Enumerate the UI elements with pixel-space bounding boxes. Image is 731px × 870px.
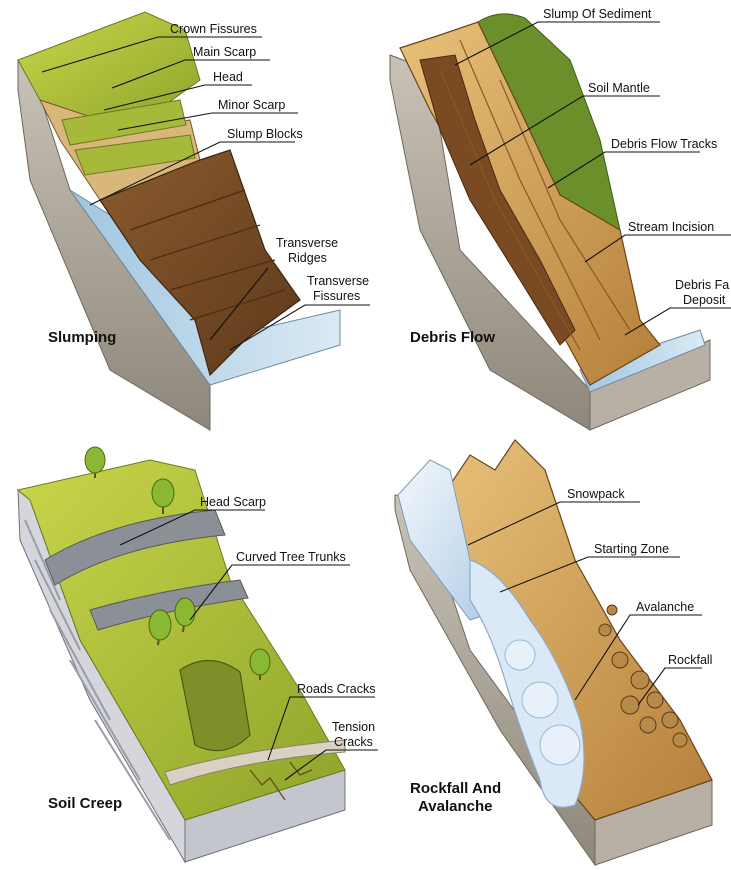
minor-scarp-label: Minor Scarp [218, 98, 285, 112]
debris-flow-tracks-label: Debris Flow Tracks [611, 137, 717, 151]
stream-incision-label: Stream Incision [628, 220, 714, 234]
rockfall-label: Rockfall [668, 653, 712, 667]
avalanche-puff [522, 682, 558, 718]
roads-cracks-label: Roads Cracks [297, 682, 376, 696]
slumping-title: Slumping [48, 329, 116, 346]
transverse-ridges-label-1: Transverse [276, 236, 338, 250]
avalanche-label: Avalanche [636, 600, 694, 614]
transverse-ridges-label-2: Ridges [288, 251, 327, 265]
avalanche-puff [505, 640, 535, 670]
slump-blocks-label: Slump Blocks [227, 127, 303, 141]
slump-of-sediment-label: Slump Of Sediment [543, 7, 652, 21]
transverse-fissures-label-2: Fissures [313, 289, 360, 303]
head-label: Head [213, 70, 243, 84]
debris-fan-deposit-label-2: Deposit [683, 293, 726, 307]
slumping-panel [18, 12, 340, 430]
soil-mantle-label: Soil Mantle [588, 81, 650, 95]
rockfall-title-1: Rockfall And [410, 780, 501, 797]
tension-cracks-label-1: Tension [332, 720, 375, 734]
rockfall-title-2: Avalanche [418, 798, 492, 815]
head-scarp-label: Head Scarp [200, 495, 266, 509]
tension-cracks-label-2: Cracks [334, 735, 373, 749]
curved-tree-trunks-label: Curved Tree Trunks [236, 550, 346, 564]
soil-creep-title: Soil Creep [48, 795, 122, 812]
snowpack-label: Snowpack [567, 487, 625, 501]
transverse-fissures-label-1: Transverse [307, 274, 369, 288]
main-scarp-label: Main Scarp [193, 45, 256, 59]
avalanche-puff [540, 725, 580, 765]
debris-flow-title: Debris Flow [410, 329, 495, 346]
crown-fissures-label: Crown Fissures [170, 22, 257, 36]
debris-fan-deposit-label-1: Debris Fa [675, 278, 729, 292]
starting-zone-label: Starting Zone [594, 542, 669, 556]
